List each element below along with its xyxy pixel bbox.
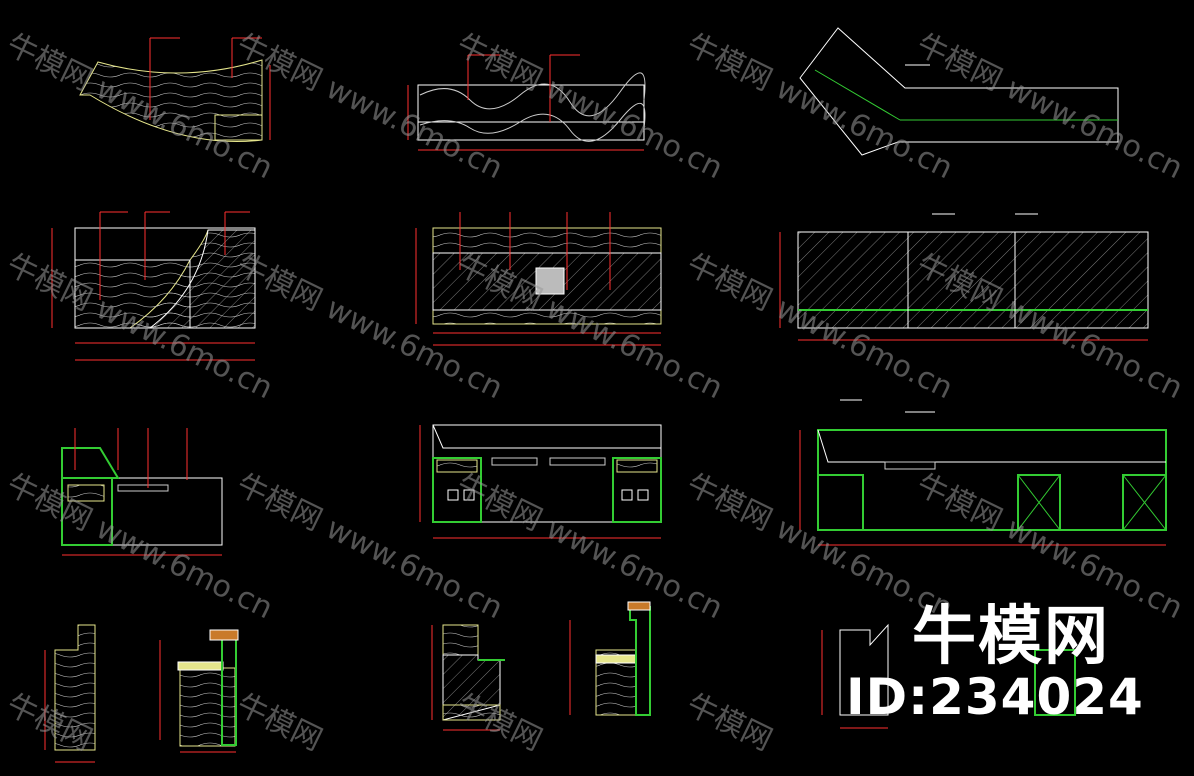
drawing-detail-section-b [431,624,505,731]
drawing-detail-section-a [159,629,239,753]
drawing-counter-section [61,428,223,556]
drawing-long-desk-elevation [799,399,1167,546]
drawing-detail-section-d [821,623,1076,729]
drawing-desk-elevation [419,424,662,539]
drawing-angled-plan [799,27,1119,156]
drawing-detail-section-c [569,601,651,716]
model-id: ID:234024 [846,668,1144,726]
drawing-side-section [51,211,256,361]
drawing-front-elevation [415,212,662,346]
drawing-curved-plan [79,37,271,143]
drawing-top-elevation [407,54,646,151]
drawing-detail-wood-post [44,624,96,763]
brand-logo: 牛模网 [912,600,1110,674]
drawing-long-elevation [779,213,1149,341]
